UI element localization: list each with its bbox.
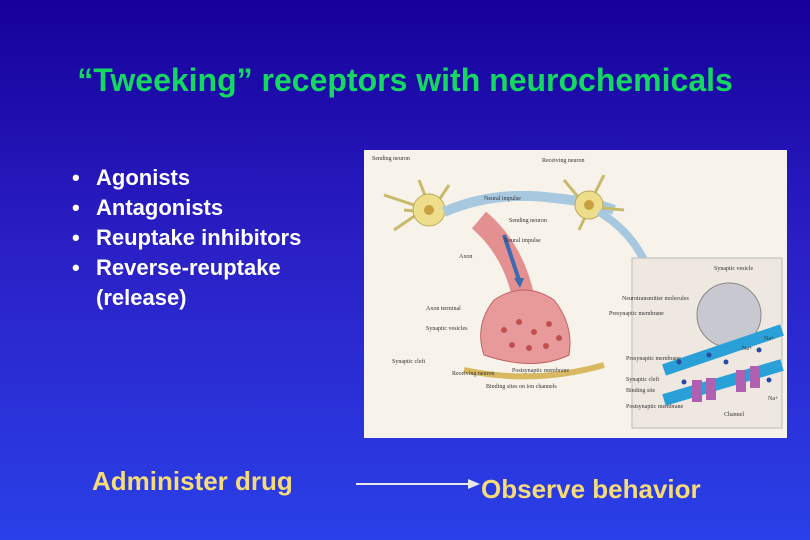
label-synaptic-cleft: Synaptic cleft [626,376,659,383]
label-presynaptic-membrane-1: Presynaptic membrane [609,311,664,317]
observe-behavior-text: Observe behavior [481,474,701,504]
bullet-list: Agonists Antagonists Reuptake inhibitors… [72,163,366,313]
label-presynaptic-membrane-2: Presynaptic membrane [626,356,681,362]
label-neurotransmitter-molecules: Neurotransmitter molecules [622,296,689,302]
presynaptic-membrane-shape [662,324,784,376]
postsynaptic-membrane-shape [463,362,605,380]
label-neural-impulse: Neural impulse [504,238,541,244]
bullet-reverse-reuptake: Reverse-reuptake (release) [72,253,366,313]
synapse-diagram: Sending neuron Receiving neuron Neural i… [364,150,787,438]
label-binding-sites: Binding sites on ion channels [486,384,557,390]
label-postsynaptic-membrane-1: Postsynaptic membrane [512,368,569,374]
synapse-illustration: Sending neuron Receiving neuron Neural i… [372,156,784,429]
vesicles-left [501,319,562,351]
label-axon-terminal: Axon terminal [426,306,461,312]
axon-path-2 [596,208,648,262]
label-channel: Channel [724,412,744,418]
bullet-antagonists: Antagonists [72,193,366,223]
label-receiving-neuron: Receiving neuron [452,371,495,377]
label-axon: Axon [459,254,472,260]
postsynaptic-membrane-shape-2 [662,359,784,406]
axon-descending [471,211,535,303]
administer-drug-text: Administer drug [92,466,293,496]
label-sending-neuron-2: Sending neuron [509,218,547,224]
sending-neuron-cell [383,179,451,232]
label-postsynaptic-membrane-2: Postsynaptic membrane [626,404,683,410]
right-arrow-icon [356,479,480,489]
label-na-1: Na+ [742,346,753,352]
label-na-2: Na+ [764,336,775,342]
axon-terminal-shape [480,289,571,364]
label-binding-site: Binding site [626,388,656,394]
label-neural-impulse-top: Neural impulse [484,196,521,202]
label-synaptic-vesicles: Synaptic vesicles [426,326,468,332]
label-na-3: Na+ [768,396,779,402]
slide-title: “Tweeking” receptors with neurochemicals [77,62,733,98]
bullet-agonists: Agonists [72,163,366,193]
transmitter-dots [676,347,772,385]
label-receiving-neuron-top: Receiving neuron [542,158,585,164]
ion-channels [692,366,760,402]
label-synaptic-cleft-left: Synaptic cleft [392,358,425,365]
bullet-reuptake-inhibitors: Reuptake inhibitors [72,223,366,253]
impulse-arrowhead [514,278,524,288]
impulse-arrow [502,234,521,281]
label-sending-neuron: Sending neuron [372,156,410,162]
label-synaptic-vesicle: Synaptic vesicle [714,266,753,272]
receiving-neuron-cell [562,174,625,231]
